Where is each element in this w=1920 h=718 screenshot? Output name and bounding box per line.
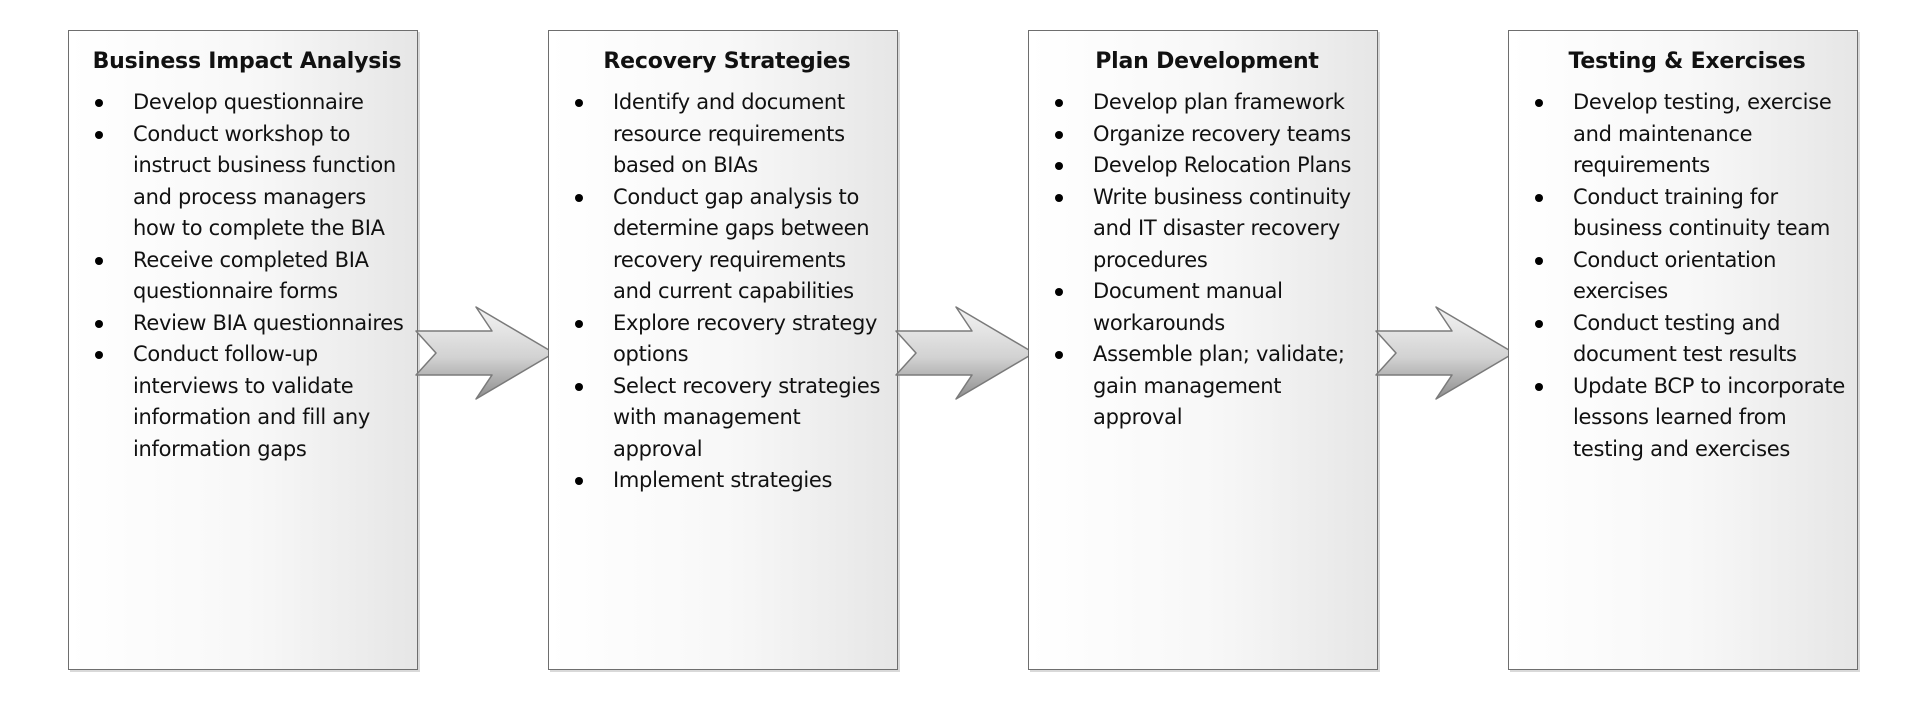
list-item: Conduct workshop to instruct business fu… — [87, 119, 407, 245]
list-item: Conduct follow-up interviews to validate… — [87, 339, 407, 465]
stage-item-list: Develop questionnaire Conduct workshop t… — [87, 87, 407, 465]
list-item: Develop Relocation Plans — [1047, 150, 1367, 182]
list-item: Explore recovery strategy options — [567, 308, 887, 371]
list-item: Receive completed BIA questionnaire form… — [87, 245, 407, 308]
list-item: Develop plan framework — [1047, 87, 1367, 119]
stage-title: Recovery Strategies — [603, 49, 851, 74]
list-item: Identify and document resource requireme… — [567, 87, 887, 182]
stage-item-list: Develop plan framework Organize recovery… — [1047, 87, 1367, 434]
list-item: Develop testing, exercise and maintenanc… — [1527, 87, 1847, 182]
stage-item-list: Identify and document resource requireme… — [567, 87, 887, 497]
chevron-right-arrow-icon — [895, 306, 1035, 400]
list-item: Assemble plan; validate; gain management… — [1047, 339, 1367, 434]
list-item: Select recovery strategies with manageme… — [567, 371, 887, 466]
list-item: Write business continuity and IT disaste… — [1047, 182, 1367, 277]
stage-box-recovery-strategies: Recovery Strategies Identify and documen… — [548, 30, 898, 670]
list-item: Document manual workarounds — [1047, 276, 1367, 339]
chevron-right-arrow-icon — [415, 306, 555, 400]
stage-title: Plan Development — [1095, 49, 1319, 74]
list-item: Conduct gap analysis to determine gaps b… — [567, 182, 887, 308]
list-item: Conduct training for business continuity… — [1527, 182, 1847, 245]
stage-box-business-impact-analysis: Business Impact Analysis Develop questio… — [68, 30, 418, 670]
list-item: Conduct testing and document test result… — [1527, 308, 1847, 371]
stage-item-list: Develop testing, exercise and maintenanc… — [1527, 87, 1847, 465]
list-item: Organize recovery teams — [1047, 119, 1367, 151]
list-item: Conduct orientation exercises — [1527, 245, 1847, 308]
stage-title: Business Impact Analysis — [92, 49, 402, 74]
list-item: Develop questionnaire — [87, 87, 407, 119]
list-item: Implement strategies — [567, 465, 887, 497]
list-item: Review BIA questionnaires — [87, 308, 407, 340]
list-item: Update BCP to incorporate lessons learne… — [1527, 371, 1847, 466]
stage-box-testing-exercises: Testing & Exercises Develop testing, exe… — [1508, 30, 1858, 670]
chevron-right-arrow-icon — [1375, 306, 1515, 400]
stage-box-plan-development: Plan Development Develop plan framework … — [1028, 30, 1378, 670]
stage-title: Testing & Exercises — [1568, 49, 1806, 74]
